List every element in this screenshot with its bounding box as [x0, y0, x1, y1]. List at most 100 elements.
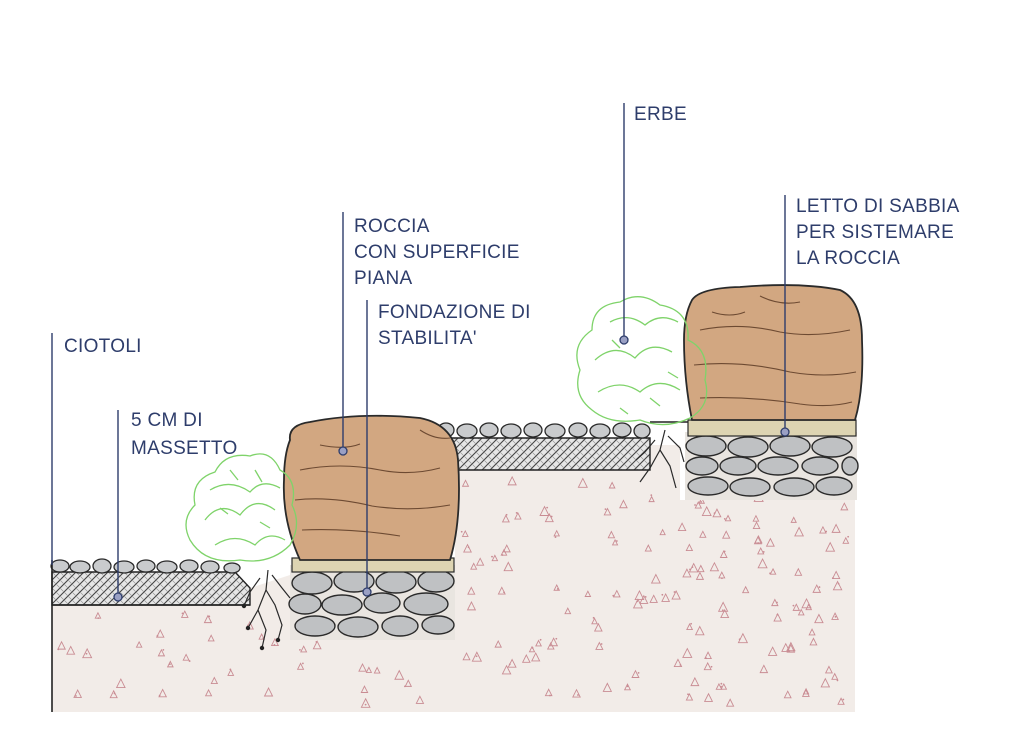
soil-dot: [554, 536, 557, 539]
soil-speckle: [494, 640, 503, 648]
soil-speckle: [258, 633, 265, 640]
soil-speckle: [842, 536, 850, 544]
soil-dot: [475, 655, 478, 658]
dot-fondazione: [362, 587, 372, 597]
soil-dot: [208, 615, 211, 618]
soil-dot: [75, 695, 77, 697]
soil-speckle: [695, 571, 705, 580]
soil-speckle: [535, 639, 542, 647]
soil-speckle: [182, 653, 190, 661]
soil-speckle: [659, 528, 666, 536]
pebbles-left: [50, 558, 241, 574]
soil-speckle: [507, 658, 517, 668]
soil-speckle: [694, 625, 705, 636]
soil-speckle: [649, 594, 658, 603]
soil-dot: [600, 643, 603, 645]
soil-speckle: [698, 496, 706, 504]
soil-dot: [577, 694, 579, 696]
label-roccia-line2: CON SUPERFICIE: [354, 242, 520, 263]
soil-speckle: [717, 601, 729, 612]
soil-speckle: [809, 637, 818, 646]
stone-foundation-right: [685, 432, 859, 500]
soil-speckle: [837, 697, 845, 705]
soil-speckle: [467, 586, 476, 595]
soil-dot: [364, 703, 367, 706]
soil-dot: [721, 609, 724, 612]
terrain-outline: [51, 421, 690, 712]
soil-speckle: [109, 689, 118, 699]
label-fondazione-line1: FONDAZIONE DI: [378, 302, 531, 323]
soil-dot: [188, 660, 191, 662]
soil-dot: [679, 664, 682, 666]
soil-dot: [710, 665, 713, 668]
soil-speckle: [753, 535, 763, 545]
soil-speckle: [831, 570, 841, 579]
soil-speckle: [503, 561, 514, 572]
soil-dot: [550, 515, 553, 518]
label-roccia-line3: PIANA: [354, 268, 413, 289]
dot-erbe: [619, 335, 629, 345]
soil-speckle: [686, 623, 694, 631]
soil-speckle: [634, 589, 645, 600]
soil-dot: [673, 591, 676, 593]
soil-dot: [404, 685, 406, 688]
soil-speckle: [773, 612, 782, 622]
massetto-middle: [429, 437, 651, 471]
soil-speckle: [671, 589, 681, 600]
soil-speckle: [595, 641, 604, 650]
soil-speckle: [720, 608, 730, 619]
soil-speckle: [831, 523, 841, 533]
soil-speckle: [781, 642, 791, 652]
soil-speckle: [514, 511, 522, 520]
soil-speckle: [572, 688, 581, 698]
soil-dot: [503, 591, 505, 594]
soil-speckle: [797, 608, 805, 616]
soil-speckle: [501, 664, 512, 675]
leader-lines: [51, 103, 790, 602]
soil-speckle: [722, 530, 731, 539]
soil-dot: [713, 512, 716, 515]
label-roccia-line1: ROCCIA: [354, 216, 430, 237]
soil-speckle: [373, 666, 381, 674]
soil-speckle: [476, 557, 485, 566]
soil-speckle: [792, 603, 801, 611]
soil-dot: [644, 595, 647, 598]
soil-speckle: [539, 505, 550, 516]
soil-dot: [776, 613, 779, 616]
soil-speckle: [752, 514, 760, 522]
soil-speckle: [685, 692, 694, 701]
soil-speckle: [719, 550, 728, 558]
soil-speckle: [461, 529, 469, 537]
soil-speckle: [709, 561, 720, 572]
soil-speckle: [623, 683, 632, 691]
soil-speckle: [155, 629, 165, 638]
soil-dot: [637, 671, 640, 674]
label-fondazione-line2: STABILITA': [378, 328, 477, 349]
soil-speckle: [688, 562, 699, 573]
labels: CIOTOLI 5 CM DI MASSETTO ROCCIA CON SUPE…: [64, 104, 959, 459]
soil-dot: [650, 494, 653, 497]
soil-dot: [847, 535, 850, 538]
soil-dot: [825, 530, 828, 533]
soil-speckle: [794, 567, 803, 576]
soil-speckle: [619, 499, 628, 509]
soil-speckle: [831, 672, 839, 680]
soil-speckle: [752, 521, 761, 530]
soil-dot: [604, 508, 607, 510]
massetto-left: [51, 571, 251, 606]
soil-speckle: [701, 505, 712, 517]
soil-speckle: [644, 544, 653, 552]
soil-speckle: [650, 573, 661, 584]
soil-speckle: [682, 647, 693, 658]
soil-speckle: [157, 648, 166, 657]
soil-speckle: [491, 554, 499, 562]
soil-dot: [723, 517, 726, 520]
soil-speckle: [703, 661, 712, 671]
dot-letto: [780, 427, 790, 437]
label-massetto-line1: 5 CM DI: [131, 410, 203, 431]
soil-speckle: [682, 568, 692, 578]
soil-speckle: [767, 646, 778, 656]
soil-dot: [181, 612, 184, 615]
soil-speckle: [73, 689, 83, 698]
soil-speckle: [394, 669, 405, 680]
